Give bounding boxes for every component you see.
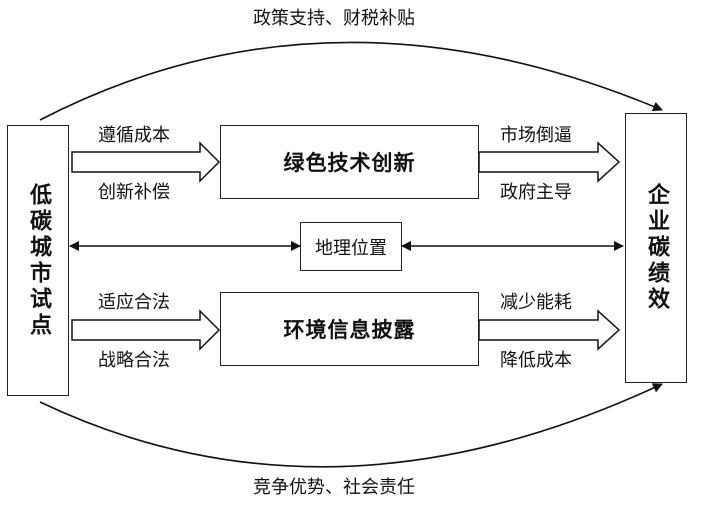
right-box-carbon-performance: 企业碳绩效 [625,113,687,383]
right-box-label: 企业碳绩效 [644,183,669,313]
upper-right-hollow-arrow [478,141,621,183]
left-box-label: 低碳城市试点 [26,182,51,339]
left-box-low-carbon-pilot: 低碳城市试点 [7,125,69,396]
bottom-arc-arrow [39,383,663,468]
lower-left-top-label: 适应合法 [98,292,170,313]
lower-left-bottom-label: 战略合法 [98,350,170,371]
lower-right-hollow-arrow [478,309,621,351]
upper-right-bottom-label: 政府主导 [500,182,572,203]
disclosure-label: 环境信息披露 [283,318,416,342]
upper-left-bottom-label: 创新补偿 [98,182,170,203]
bottom-arc-label: 竞争优势、社会责任 [253,477,415,498]
disclosure-box: 环境信息披露 [220,292,479,366]
lower-left-hollow-arrow [71,309,221,351]
upper-left-hollow-arrow [71,141,221,183]
lower-right-top-label: 减少能耗 [500,292,572,313]
green-innovation-label: 绿色技术创新 [283,151,416,175]
lower-right-bottom-label: 降低成本 [500,350,572,371]
top-arc-arrow [39,41,663,121]
green-innovation-box: 绿色技术创新 [220,125,479,199]
upper-right-top-label: 市场倒逼 [500,125,572,146]
location-box: 地理位置 [300,222,402,271]
location-label: 地理位置 [315,237,387,259]
upper-left-top-label: 遵循成本 [98,125,170,146]
top-arc-label: 政策支持、财税补贴 [253,8,415,29]
